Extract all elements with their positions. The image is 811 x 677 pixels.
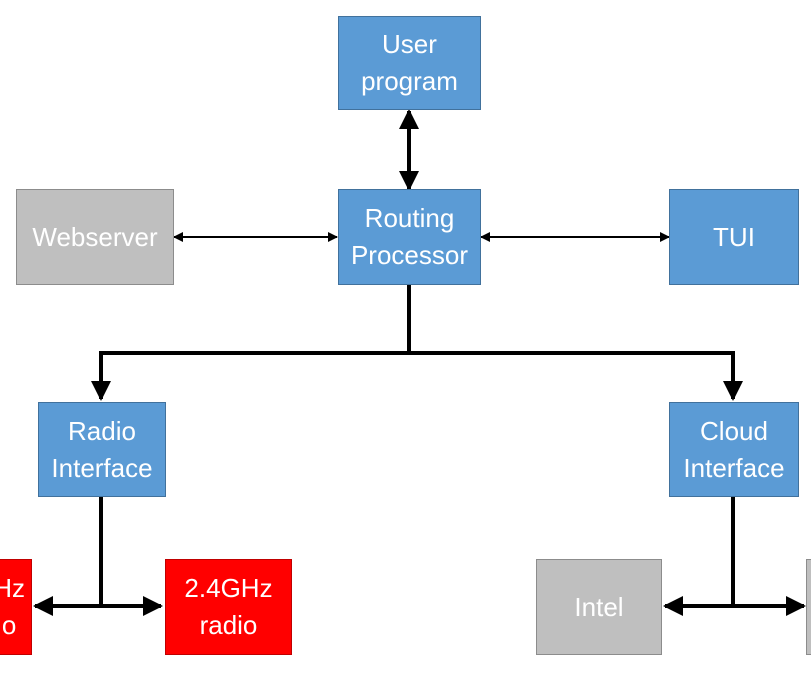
node-webserver: Webserver [16,189,174,285]
node-radio-2-4ghz: 2.4GHz radio [165,559,292,655]
node-cloud-interface: Cloud Interface [669,402,799,497]
node-tui: TUI [669,189,799,285]
node-intel: Intel [536,559,662,655]
node-routing-processor: Routing Processor [338,189,481,285]
connector-to-cloud-interface [409,351,743,401]
node-cloud-right [806,559,811,655]
node-radio-interface: Radio Interface [38,402,166,497]
node-user-program: User program [338,16,481,110]
connector-to-radio-interface [91,351,409,401]
node-radio-left: Hz o [0,559,32,655]
